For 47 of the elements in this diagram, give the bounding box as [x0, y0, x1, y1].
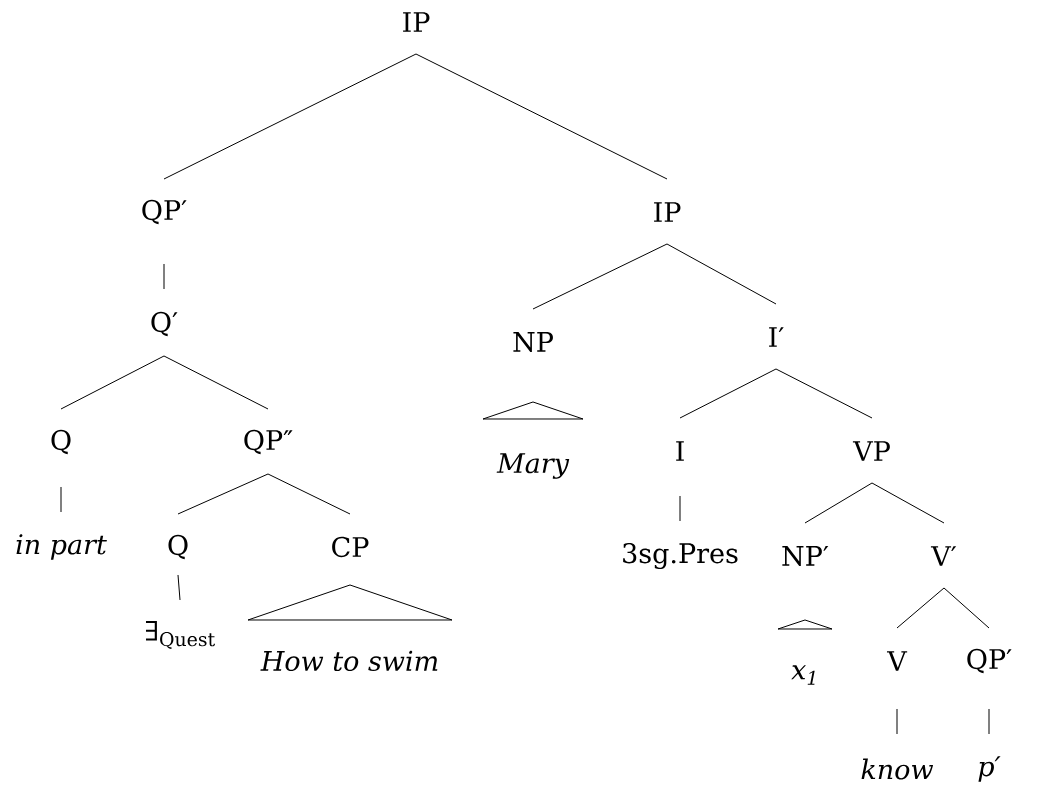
branch-line: [163, 53, 417, 180]
category-label: IP: [403, 12, 430, 32]
word-label: in part: [16, 534, 107, 560]
branch-line: [267, 473, 351, 515]
category-label: Q′: [151, 311, 178, 337]
branch-line: [163, 263, 165, 290]
category-label: I: [676, 441, 684, 461]
category-label: VP: [852, 441, 890, 461]
branch-line: [679, 368, 777, 419]
branch-line: [163, 355, 269, 410]
category-label: QP′: [967, 648, 1012, 674]
category-label: QP′: [142, 199, 187, 225]
category-label: QP″: [244, 429, 293, 455]
category-label: V′: [930, 546, 957, 566]
branch-line: [943, 587, 990, 629]
category-label: NP: [513, 331, 553, 352]
word-label: Mary: [496, 453, 570, 479]
word-label: How to swim: [260, 650, 438, 672]
branch-line: [871, 482, 945, 524]
branch-line: [679, 495, 681, 522]
category-label: 3sg.Pres: [623, 542, 738, 569]
branch-line: [896, 708, 898, 735]
branch-line: [804, 482, 873, 524]
category-label: NP′: [782, 545, 829, 566]
branch-line: [177, 574, 181, 601]
branch-line: [415, 53, 668, 180]
branch-line: [775, 368, 873, 419]
branch-line: [666, 243, 777, 305]
triangle-branch: [777, 619, 833, 630]
category-label: V: [887, 651, 908, 671]
branch-line: [177, 473, 269, 515]
branch-line: [60, 486, 62, 513]
branch-line: [988, 708, 990, 735]
branch-line: [60, 355, 165, 410]
branch-line: [532, 243, 668, 310]
category-label: Q: [168, 534, 188, 560]
triangle-branch: [247, 584, 453, 621]
category-label: ∃$_{Quest}$: [146, 620, 215, 650]
category-label: Q: [51, 429, 71, 455]
word-label: p′: [978, 756, 1001, 782]
category-label: CP: [332, 536, 369, 558]
word-label: know: [861, 758, 933, 780]
triangle-branch: [482, 401, 584, 420]
word-label: x$_{1}$: [791, 665, 815, 685]
category-label: IP: [654, 202, 681, 222]
branch-line: [896, 587, 945, 629]
category-label: I′: [769, 327, 784, 347]
